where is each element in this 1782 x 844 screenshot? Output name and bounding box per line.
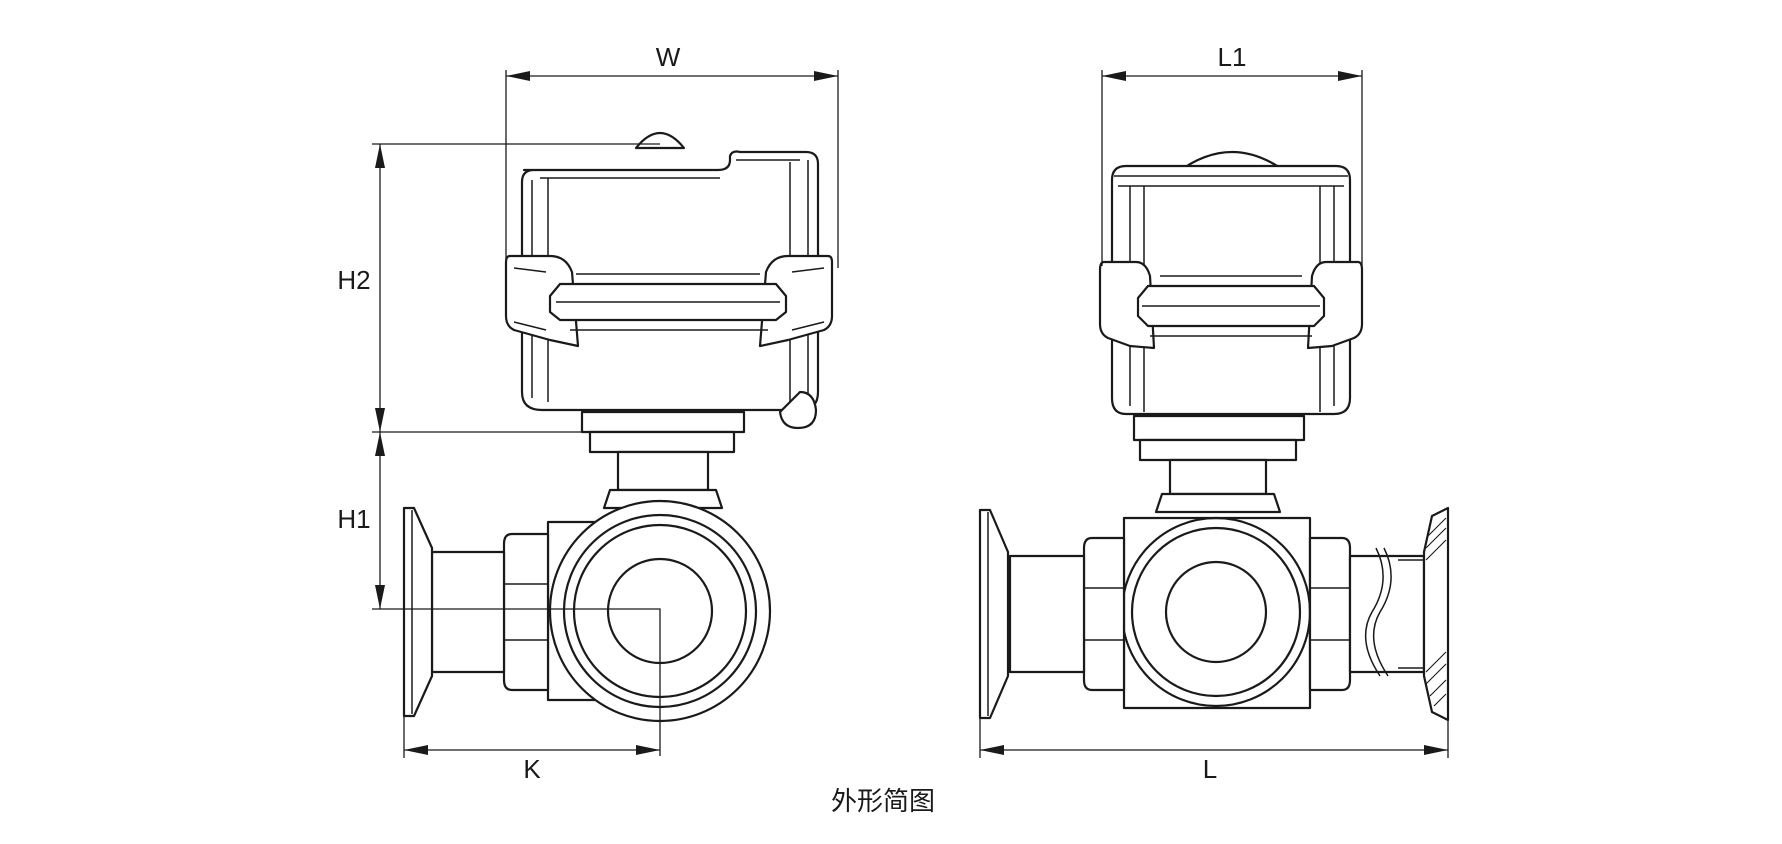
front-actuator-housing [504, 132, 834, 430]
side-valve-body [978, 506, 1450, 722]
dimension-h2-label: H2 [337, 265, 370, 295]
dimension-l1-label: L1 [1218, 42, 1247, 72]
side-stem [1132, 414, 1306, 514]
dimension-l-label: L [1203, 754, 1217, 784]
dimension-l1: L1 [1101, 42, 1363, 266]
dimension-k-label: K [523, 754, 541, 784]
side-view [978, 150, 1450, 722]
front-stem [580, 410, 746, 510]
front-valve-body [402, 499, 772, 723]
dimension-h2: H2 [337, 143, 660, 433]
dimension-k: K [403, 716, 660, 784]
side-actuator-housing [1098, 150, 1364, 416]
front-view [372, 132, 834, 756]
dimension-w-label: W [656, 42, 681, 72]
section-hatching [1425, 517, 1447, 707]
dimension-h1: H1 [337, 432, 385, 609]
dimension-l: L [979, 718, 1449, 784]
front-centre-lines [372, 608, 661, 756]
drawing-caption: 外形简图 [831, 787, 935, 817]
dimension-h1-label: H1 [337, 504, 370, 534]
dimension-w: W [505, 42, 839, 268]
